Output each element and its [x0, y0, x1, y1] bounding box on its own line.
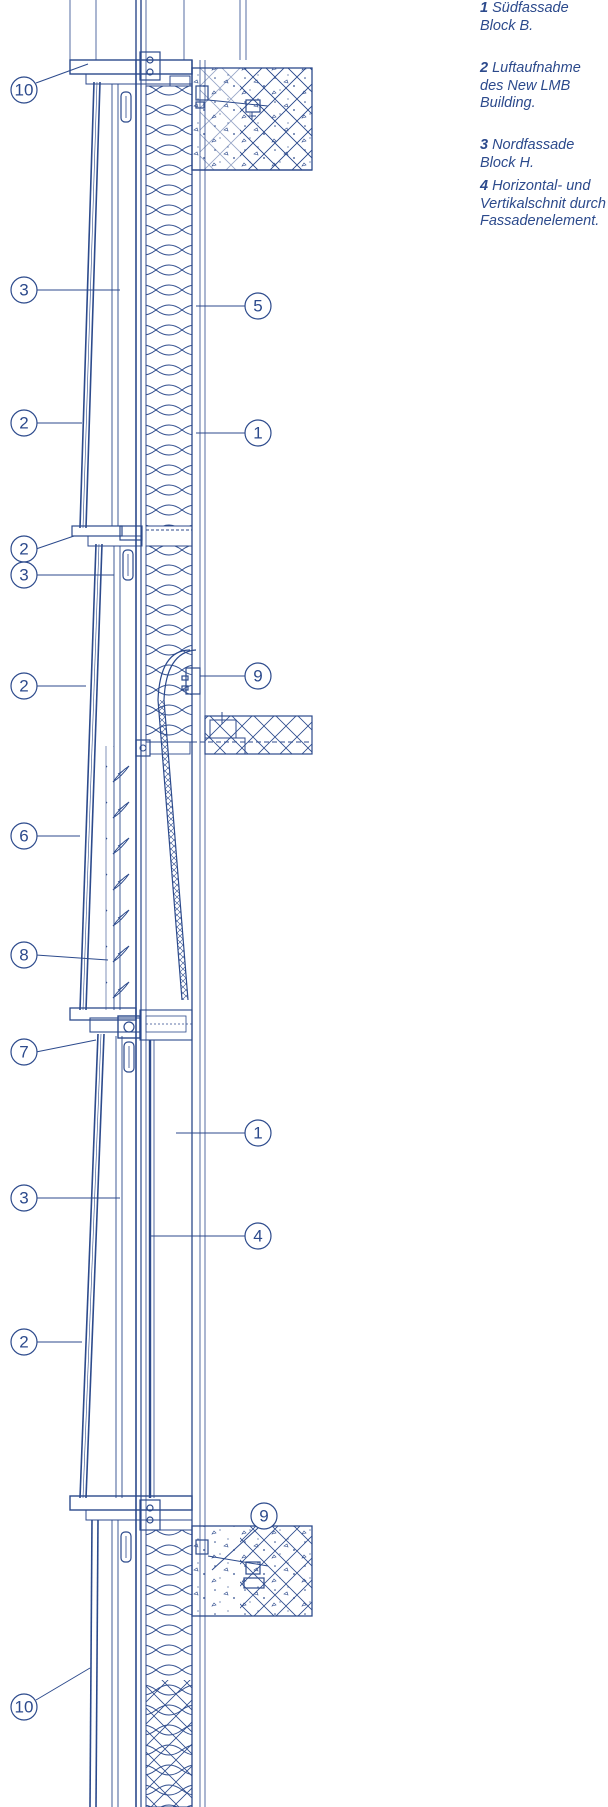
callout-10-bottom: 10 — [10, 1693, 38, 1721]
callout-label: 10 — [15, 81, 34, 100]
callout-label: 10 — [15, 1698, 34, 1717]
leader-8 — [35, 954, 109, 961]
callout-label: 2 — [19, 677, 28, 696]
facade-structure — [69, 0, 313, 1807]
callout-label: 3 — [19, 281, 28, 300]
callout-label: 2 — [19, 414, 28, 433]
callout-2-mid-top: 2 — [10, 535, 38, 563]
callout-7: 7 — [10, 1038, 38, 1066]
callout-label: 4 — [253, 1227, 262, 1246]
callout-9-middle: 9 — [244, 662, 272, 690]
leader-10-bottom — [35, 1667, 91, 1701]
callout-label: 9 — [259, 1507, 268, 1526]
caption-text: Südfassade Block B. — [480, 0, 569, 34]
caption-number: 2 — [480, 60, 489, 76]
callout-3-upper: 3 — [10, 276, 38, 304]
callout-label: 7 — [19, 1043, 28, 1062]
callout-label: 1 — [253, 1124, 262, 1143]
leader-9-bottom — [211, 1527, 259, 1571]
leader-7 — [35, 1039, 97, 1053]
callout-label: 9 — [253, 667, 262, 686]
callout-label: 6 — [19, 827, 28, 846]
callout-label: 1 — [253, 424, 262, 443]
callout-label: 3 — [19, 566, 28, 585]
callout-label: 2 — [19, 540, 28, 559]
leader-10-top — [35, 63, 89, 84]
leader-2-mid-top — [35, 535, 75, 550]
callout-3-lower: 3 — [10, 1184, 38, 1212]
caption-text: Luftaufnahme des New LMB Building. — [480, 60, 581, 112]
callout-5: 5 — [244, 292, 272, 320]
callout-label: 8 — [19, 946, 28, 965]
callout-10-top: 10 — [10, 76, 38, 104]
caption-number: 3 — [480, 137, 489, 153]
callout-label: 5 — [253, 297, 262, 316]
callout-4: 4 — [244, 1222, 272, 1250]
callout-leaders — [35, 63, 259, 1701]
callout-2-middle: 2 — [10, 672, 38, 700]
caption-text: Horizontal- und Vertikalschnit durch Fas… — [480, 178, 606, 230]
callout-2-lower: 2 — [10, 1328, 38, 1356]
callout-9-bottom: 9 — [250, 1502, 278, 1530]
callout-1-upper: 1 — [244, 419, 272, 447]
caption-text: Nordfassade Block H. — [480, 137, 575, 171]
callout-3-middle: 3 — [10, 561, 38, 589]
callout-2-upper: 2 — [10, 409, 38, 437]
callout-8: 8 — [10, 941, 38, 969]
caption-number: 4 — [480, 178, 489, 194]
caption-number: 1 — [480, 0, 489, 16]
callout-1-lower: 1 — [244, 1119, 272, 1147]
callout-label: 2 — [19, 1333, 28, 1352]
callout-markers: 10 3 5 2 1 2 3 2 — [10, 76, 278, 1721]
callout-6: 6 — [10, 822, 38, 850]
callout-label: 3 — [19, 1189, 28, 1208]
